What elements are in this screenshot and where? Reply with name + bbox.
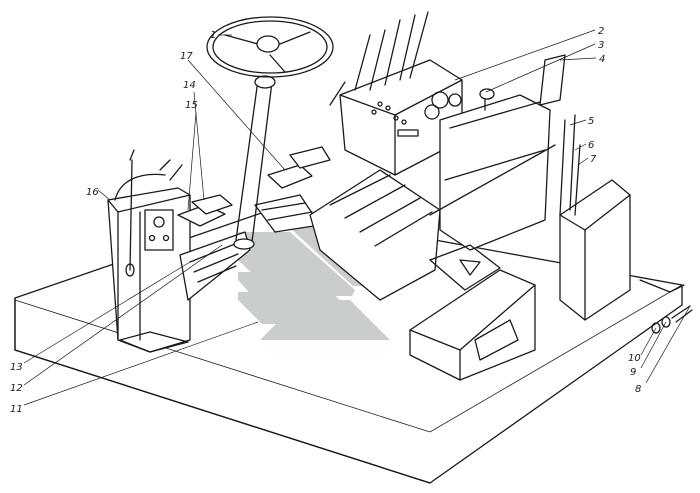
callout-5: 5 <box>588 116 594 127</box>
operator-seat <box>309 54 566 301</box>
callout-17: 17 <box>180 51 193 62</box>
callout-7: 7 <box>590 154 597 165</box>
callout-11: 11 <box>10 404 23 415</box>
control-column <box>107 149 191 353</box>
callout-6: 6 <box>588 140 594 151</box>
callout-16: 16 <box>86 187 99 198</box>
fasteners <box>639 279 693 334</box>
callout-2: 2 <box>598 26 604 37</box>
callout-4: 4 <box>599 54 605 65</box>
callout-12: 12 <box>10 383 23 394</box>
instrument-panel <box>329 11 463 176</box>
pedal-group <box>177 146 331 301</box>
callout-13: 13 <box>10 362 23 373</box>
callout-10: 10 <box>628 353 641 364</box>
callout-14: 14 <box>183 80 196 91</box>
leader-lines <box>23 29 691 406</box>
callout-1: 1 <box>210 30 216 41</box>
seat-base <box>409 244 536 381</box>
callout-8: 8 <box>635 384 641 395</box>
right-box <box>559 114 631 321</box>
callout-15: 15 <box>185 100 198 111</box>
callout-3: 3 <box>598 40 604 51</box>
callout-9: 9 <box>630 367 636 378</box>
steering-assembly <box>206 16 334 250</box>
callout-labels: 1 2 3 4 5 6 7 8 9 10 11 12 13 14 15 16 1… <box>10 26 641 415</box>
